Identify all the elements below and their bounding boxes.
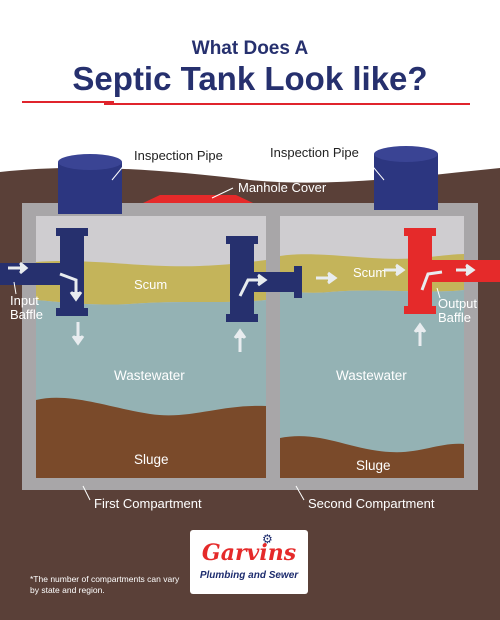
- label-second-compartment: Second Compartment: [308, 496, 435, 511]
- label-manhole-cover: Manhole Cover: [238, 180, 327, 195]
- label-wastewater-left: Wastewater: [114, 368, 185, 383]
- label-wastewater-right: Wastewater: [336, 368, 407, 383]
- wastewater-right: [280, 290, 464, 478]
- inspection-pipe-left: [58, 154, 122, 214]
- label-sludge-right: Sluge: [356, 458, 391, 473]
- title-rule-right: [104, 103, 470, 105]
- label-sludge-left: Sluge: [134, 452, 169, 467]
- label-scum-right: Scum: [353, 265, 387, 280]
- label-inspection-pipe-left: Inspection Pipe: [134, 148, 223, 163]
- sludge-left: [36, 397, 266, 478]
- logo-brand: Garvins: [201, 540, 297, 566]
- manhole-cover: [143, 195, 253, 203]
- title-line-2: Septic Tank Look like?: [72, 60, 428, 97]
- divider-wall: [266, 216, 280, 478]
- inspection-pipe-right: [374, 146, 438, 210]
- sludge-right: [280, 436, 464, 478]
- faucet-icon: ⚙: [262, 532, 273, 546]
- title-line-1: What Does A: [191, 38, 309, 59]
- scum-layer-left: [36, 260, 266, 305]
- label-inspection-pipe-right: Inspection Pipe: [270, 145, 359, 160]
- label-first-compartment: First Compartment: [94, 496, 202, 511]
- logo-tagline: Plumbing and Sewer: [199, 570, 299, 581]
- second-compartment: [280, 216, 464, 478]
- footnote: *The number of compartments can vary by …: [30, 574, 180, 595]
- label-scum-left: Scum: [134, 277, 168, 292]
- flow-arrows: [8, 261, 476, 352]
- title-rule-left: [22, 101, 114, 103]
- label-leaders: [13, 157, 441, 501]
- garvins-logo[interactable]: ⚙ Garvins Plumbing and Sewer: [190, 530, 308, 594]
